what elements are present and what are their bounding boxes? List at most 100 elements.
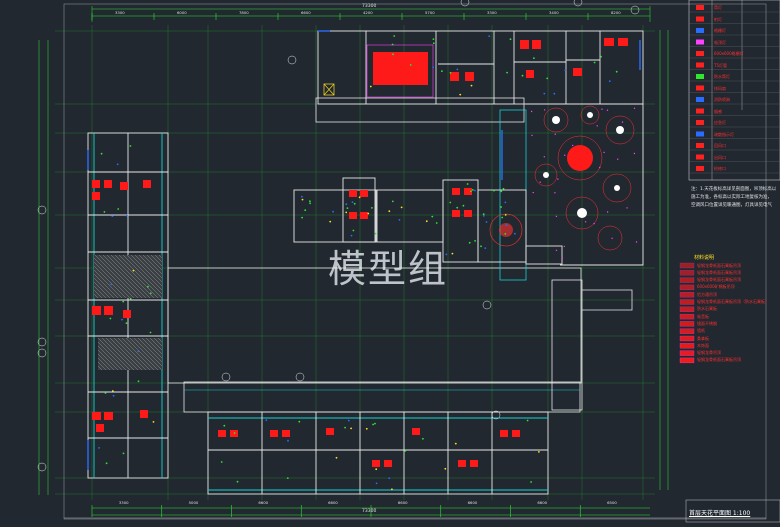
north-wing <box>317 30 644 105</box>
fixture-dot <box>482 213 485 216</box>
material-legend-label: 墙纸 <box>697 328 705 334</box>
grid-bubble <box>295 372 305 382</box>
fixture-dot <box>504 201 507 204</box>
legend-symbol <box>696 154 704 160</box>
fixture-dot <box>593 222 595 225</box>
fixture-dot <box>462 204 465 207</box>
fixture-dot <box>593 61 596 64</box>
fixture-dot <box>484 247 487 250</box>
fixture-dot <box>304 209 307 212</box>
symbol-legend-label: 吸顶灯 <box>714 39 726 45</box>
legend-symbol <box>696 166 704 171</box>
symbol-legend-label: 格栅灯 <box>714 28 726 33</box>
fixture-dot <box>344 426 346 429</box>
fixture-dot <box>633 107 636 110</box>
material-legend-title: 材料说明 <box>694 255 715 261</box>
material-legend-label: 木饰面 <box>697 342 709 348</box>
material-swatch <box>679 299 695 305</box>
material-swatch <box>679 277 695 283</box>
fixture-dot <box>111 390 114 392</box>
material-legend-label: 镜面不锈钢 <box>697 320 717 326</box>
top-dimension-label: 3300 <box>115 10 125 15</box>
fixture-dot <box>147 285 149 288</box>
fixture-dot <box>531 134 533 137</box>
south-wing <box>207 411 549 495</box>
top-dimension-label: 7800 <box>239 10 249 15</box>
fixture-dot <box>557 178 559 180</box>
fixture-dot <box>223 424 226 427</box>
fixture-dot <box>621 121 624 123</box>
fixture-dot <box>554 192 556 194</box>
fixture-dot <box>346 207 349 210</box>
symbol-legend-label: 射灯 <box>714 16 722 22</box>
fixture-dot <box>345 211 348 214</box>
watermark-text: 模型组 <box>328 247 449 291</box>
fixture-dot <box>100 152 103 155</box>
legend-symbol <box>696 28 704 33</box>
material-legend-label: 轻钢龙骨纸面石膏板吊顶 <box>697 262 741 268</box>
top-total-dimension: 73300 <box>362 4 377 9</box>
fixture-dot <box>388 210 391 213</box>
legend-symbol <box>696 74 704 79</box>
light-fixtures <box>98 35 638 491</box>
symbol-legend-label: 回风口 <box>714 143 726 148</box>
fixture-dot <box>425 220 428 223</box>
fixture-dot <box>398 219 401 221</box>
fixture-dot <box>375 482 378 485</box>
fixture-dot <box>504 214 507 216</box>
fixture-dot <box>470 84 473 87</box>
fixture-dot <box>500 206 502 208</box>
legend-symbol <box>696 97 704 102</box>
fixture-dot <box>374 232 377 235</box>
fixture-dot <box>482 215 485 217</box>
fixture-dot <box>532 191 534 194</box>
fixture-dot <box>105 462 108 465</box>
fixture-dot <box>350 427 352 430</box>
fixture-dot <box>351 201 354 204</box>
fixture-dot <box>606 211 609 213</box>
material-swatch <box>679 328 695 334</box>
right-dimension-chain <box>659 30 669 490</box>
fixture-dot <box>347 419 350 422</box>
lobby-feature-ceiling <box>567 145 593 171</box>
fixture-dot <box>309 202 311 205</box>
bottom-dimension-ticks <box>91 505 581 517</box>
material-swatch <box>679 335 695 342</box>
fixture-dot <box>538 451 540 453</box>
fixture-dot <box>392 53 394 56</box>
top-dimension-label: 5700 <box>425 10 435 15</box>
fixture-dot <box>474 189 476 192</box>
grid-bubble <box>460 0 470 7</box>
material-swatch <box>679 357 695 364</box>
fixture-dot <box>459 93 462 96</box>
material-swatch <box>679 270 695 276</box>
fixture-dot <box>352 229 355 232</box>
bottom-dimension-label: 5000 <box>188 500 199 505</box>
fixture-dot <box>435 222 438 224</box>
material-legend-label: 轻钢龙骨纸面石膏板吊顶（防水石膏板） <box>697 299 769 304</box>
fixture-dot <box>561 257 564 259</box>
top-dimension-label: 3400 <box>549 10 559 15</box>
fixture-dot <box>471 189 474 191</box>
fixture-dot <box>371 207 373 209</box>
lobby-circles <box>534 105 635 251</box>
fixture-dot <box>488 35 491 38</box>
legend-symbol <box>696 39 704 45</box>
east-link <box>551 279 633 411</box>
fixture-dot <box>603 151 605 154</box>
material-swatch <box>679 313 695 320</box>
fixture-dot <box>350 234 353 237</box>
fixture-dot <box>137 380 140 383</box>
west-hatched-rooms <box>94 255 162 370</box>
bottom-dimension-label: 3300 <box>118 500 129 505</box>
symbol-legend-label: 疏散指示灯 <box>714 131 734 137</box>
symbol-legend-label: 消防喷淋 <box>714 97 730 102</box>
fixture-dot <box>369 85 372 88</box>
grid-bubble <box>37 337 47 347</box>
fixture-dot <box>132 269 135 272</box>
fixture-dot <box>555 215 558 218</box>
fixture-dot <box>468 241 471 244</box>
fixture-dot <box>287 439 289 442</box>
fixture-dot <box>129 145 132 147</box>
